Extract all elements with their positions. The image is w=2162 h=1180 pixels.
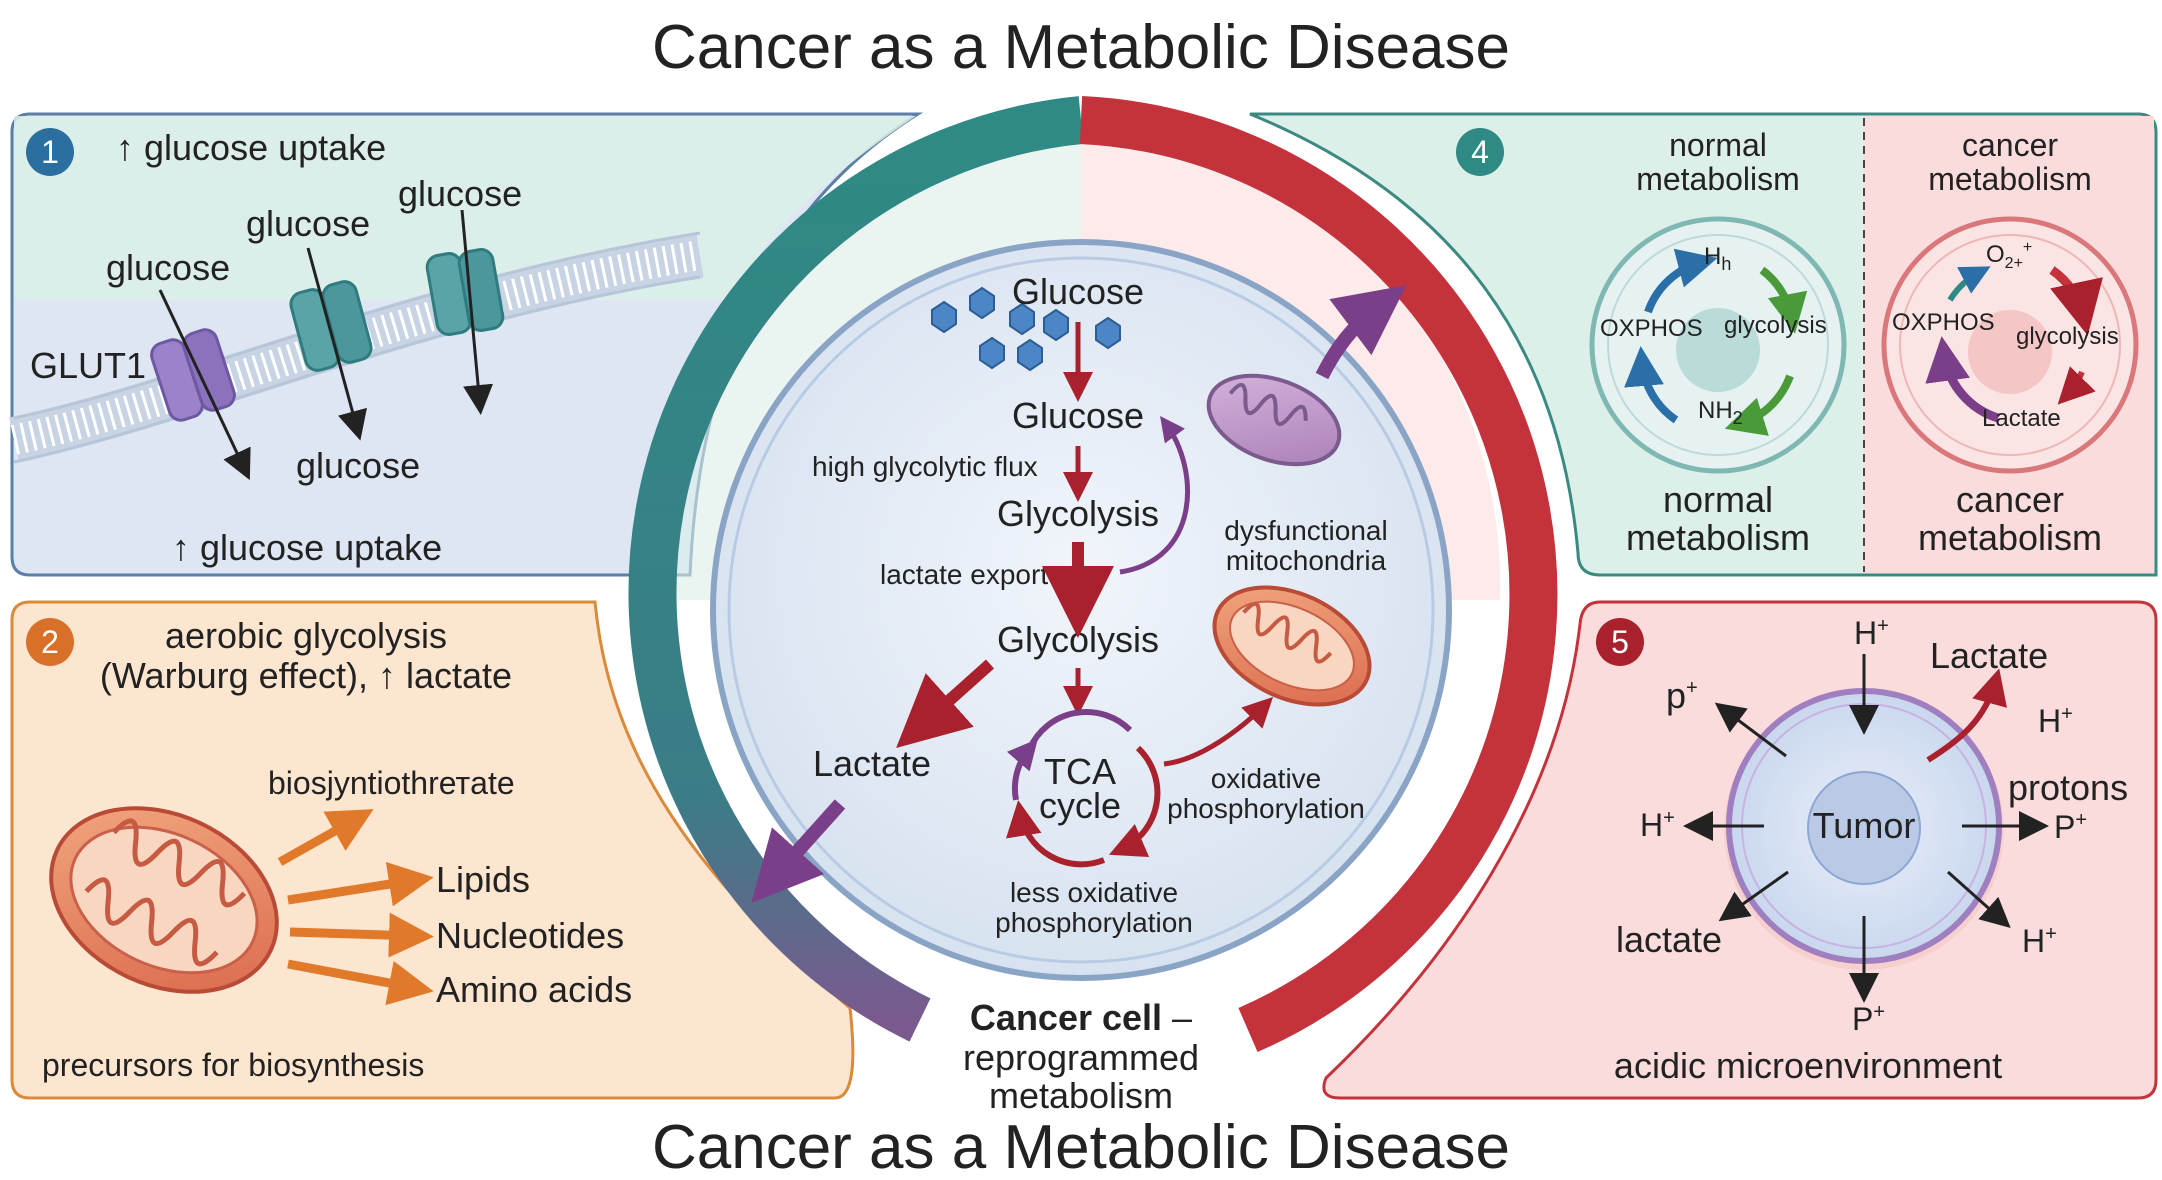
panel5-number-badge [1596,618,1644,666]
glucose-inside-label: glucose [296,445,420,486]
arrow-lactate-out [1926,668,2007,763]
center-dysf-1: dysfunctional [1224,515,1387,546]
panel2-heading-line2: (Warburg effect), ↑ lactate [100,655,512,696]
center-less-2: phosphorylation [995,907,1193,938]
bottom-title: Cancer as a Metabolic Disease [652,1113,1510,1180]
cancer-glycolysis-label: glycolysis [2016,323,2119,350]
normal-glycolysis-label: glycolysis [1724,312,1827,339]
panel4-number-badge [1456,128,1504,176]
center-tca-1: TCA [1044,751,1116,792]
glucose-arrow-1 [158,289,251,481]
cancer-oxphos-label: OXPHOS [1892,309,1995,336]
panel-glucose-uptake: 1 ↑ glucose uptake glucose glucose gluco… [9,112,924,577]
panel-warburg-effect: 2 aerobic glycolysis (Warburg effect), ↑… [10,600,855,1100]
cancer-bottom-1: cancer [1956,479,2064,520]
center-dysf-2: mitochondria [1226,545,1387,576]
panel1-number-badge [26,128,74,176]
center-tca-2: cycle [1039,785,1121,826]
center-glucose-2: Glucose [1012,395,1144,436]
arrow-amino-acids [287,959,434,1006]
cancer-lactate-label: Lactate [1982,405,2061,432]
normal-cell [1589,216,1847,474]
panel2-heading-line1: aerobic glycolysis [165,615,447,656]
lactate-bottom-label: lactate [1616,919,1722,960]
glucose-label-b: glucose [246,203,370,244]
center-glucose-1: Glucose [1012,271,1144,312]
nucleotides-label: Nucleotides [436,915,624,956]
arrow-biosynthesis [277,809,374,866]
panel1-number: 1 [41,134,59,170]
cell-caption-line1: Cancer cell – [970,997,1192,1038]
normal-bottom-1: normal [1663,479,1773,520]
arrow-nucleotides [289,912,434,958]
cancer-metabolism-cell [1881,216,2139,474]
lipids-label: Lipids [436,859,530,900]
panel-normal-vs-cancer: 4 normal metabolism cancer metabolism Hh… [1249,112,2158,577]
dysfunctional-mitochondrion-purple [1206,373,1342,467]
cell-caption-line3: metabolism [989,1075,1173,1116]
center-less-1: less oxidative [1010,877,1178,908]
amino-acids-label: Amino acids [436,969,632,1010]
glut1-transporter-1 [150,328,236,422]
p-left-label: p+ [1666,675,1698,716]
center-oxphos-1: oxidative [1211,763,1322,794]
normal-title-2: metabolism [1636,161,1800,197]
tumor-label: Tumor [1813,805,1916,846]
glucose-arrow-2 [306,247,367,441]
glucose-label-a: glucose [106,247,230,288]
cancer-bottom-2: metabolism [1918,517,2102,558]
h-right-bottom-label: H+ [2022,923,2057,959]
lactate-top-label: Lactate [1930,635,2048,676]
center-glycolysis-2: Glycolysis [997,619,1159,660]
h-right-top-label: H+ [2038,703,2073,739]
panel2-number: 2 [41,624,59,660]
mitochondrion-icon [49,806,279,994]
biosynthesis-label: biosjyntiothrетate [268,765,515,801]
top-title: Cancer as a Metabolic Disease [652,13,1510,82]
arrow-p-up-left [1714,702,1787,758]
protons-label: protons [2008,767,2128,808]
arrow-lactate-down-left [1718,870,1789,922]
panel2-number-badge [26,618,74,666]
panel1-bottom-label: ↑ glucose uptake [172,527,442,568]
normal-h-label: Hh [1704,243,1731,274]
h-top-label: H+ [1854,615,1889,651]
h-left-label: H+ [1640,807,1675,843]
center-oxphos-2: phosphorylation [1167,793,1365,824]
p-right-label: P+ [2054,809,2087,845]
panel-acidic-microenvironment: 5 Tumor H+ Lactate H+ p+ protons P+ H+ l… [1322,600,2158,1100]
p-bottom-label: P+ [1852,1001,1885,1037]
tca-cycle-icon [1005,708,1161,868]
glucose-molecules-icon [931,286,1121,372]
cell-caption-line2: reprogrammed [963,1037,1199,1078]
center-lactate: Lactate [813,743,931,784]
normal-oxphos-label: OXPHOS [1600,315,1703,342]
panel5-footer: acidic microenvironment [1614,1045,2002,1086]
cancer-o2-label: O2++ [1986,239,2032,272]
center-lactate-export: lactate export [880,559,1048,590]
panel1-top-label: ↑ glucose uptake [116,127,386,168]
dysfunctional-mitochondrion-orange [1212,585,1372,707]
panel4-number: 4 [1471,134,1489,170]
arrow-lipids [287,861,434,907]
glucose-arrow-3 [460,209,494,415]
glut1-transporter-3 [425,248,505,336]
cancer-title-2: metabolism [1928,161,2092,197]
arrow-h-down-right [1947,870,2011,928]
normal-title-1: normal [1669,127,1767,163]
center-flux: high glycolytic flux [812,451,1038,482]
center-pathway-arrows [751,285,1407,903]
glucose-label-c: glucose [398,173,522,214]
panel5-number: 5 [1611,624,1629,660]
normal-nh2-label: NH2 [1698,397,1743,428]
glut1-label: GLUT1 [30,345,146,386]
center-glycolysis-1: Glycolysis [997,493,1159,534]
panel2-footer: precursors for biosynthesis [42,1047,424,1083]
cancer-title-1: cancer [1962,127,2058,163]
normal-bottom-2: metabolism [1626,517,1810,558]
